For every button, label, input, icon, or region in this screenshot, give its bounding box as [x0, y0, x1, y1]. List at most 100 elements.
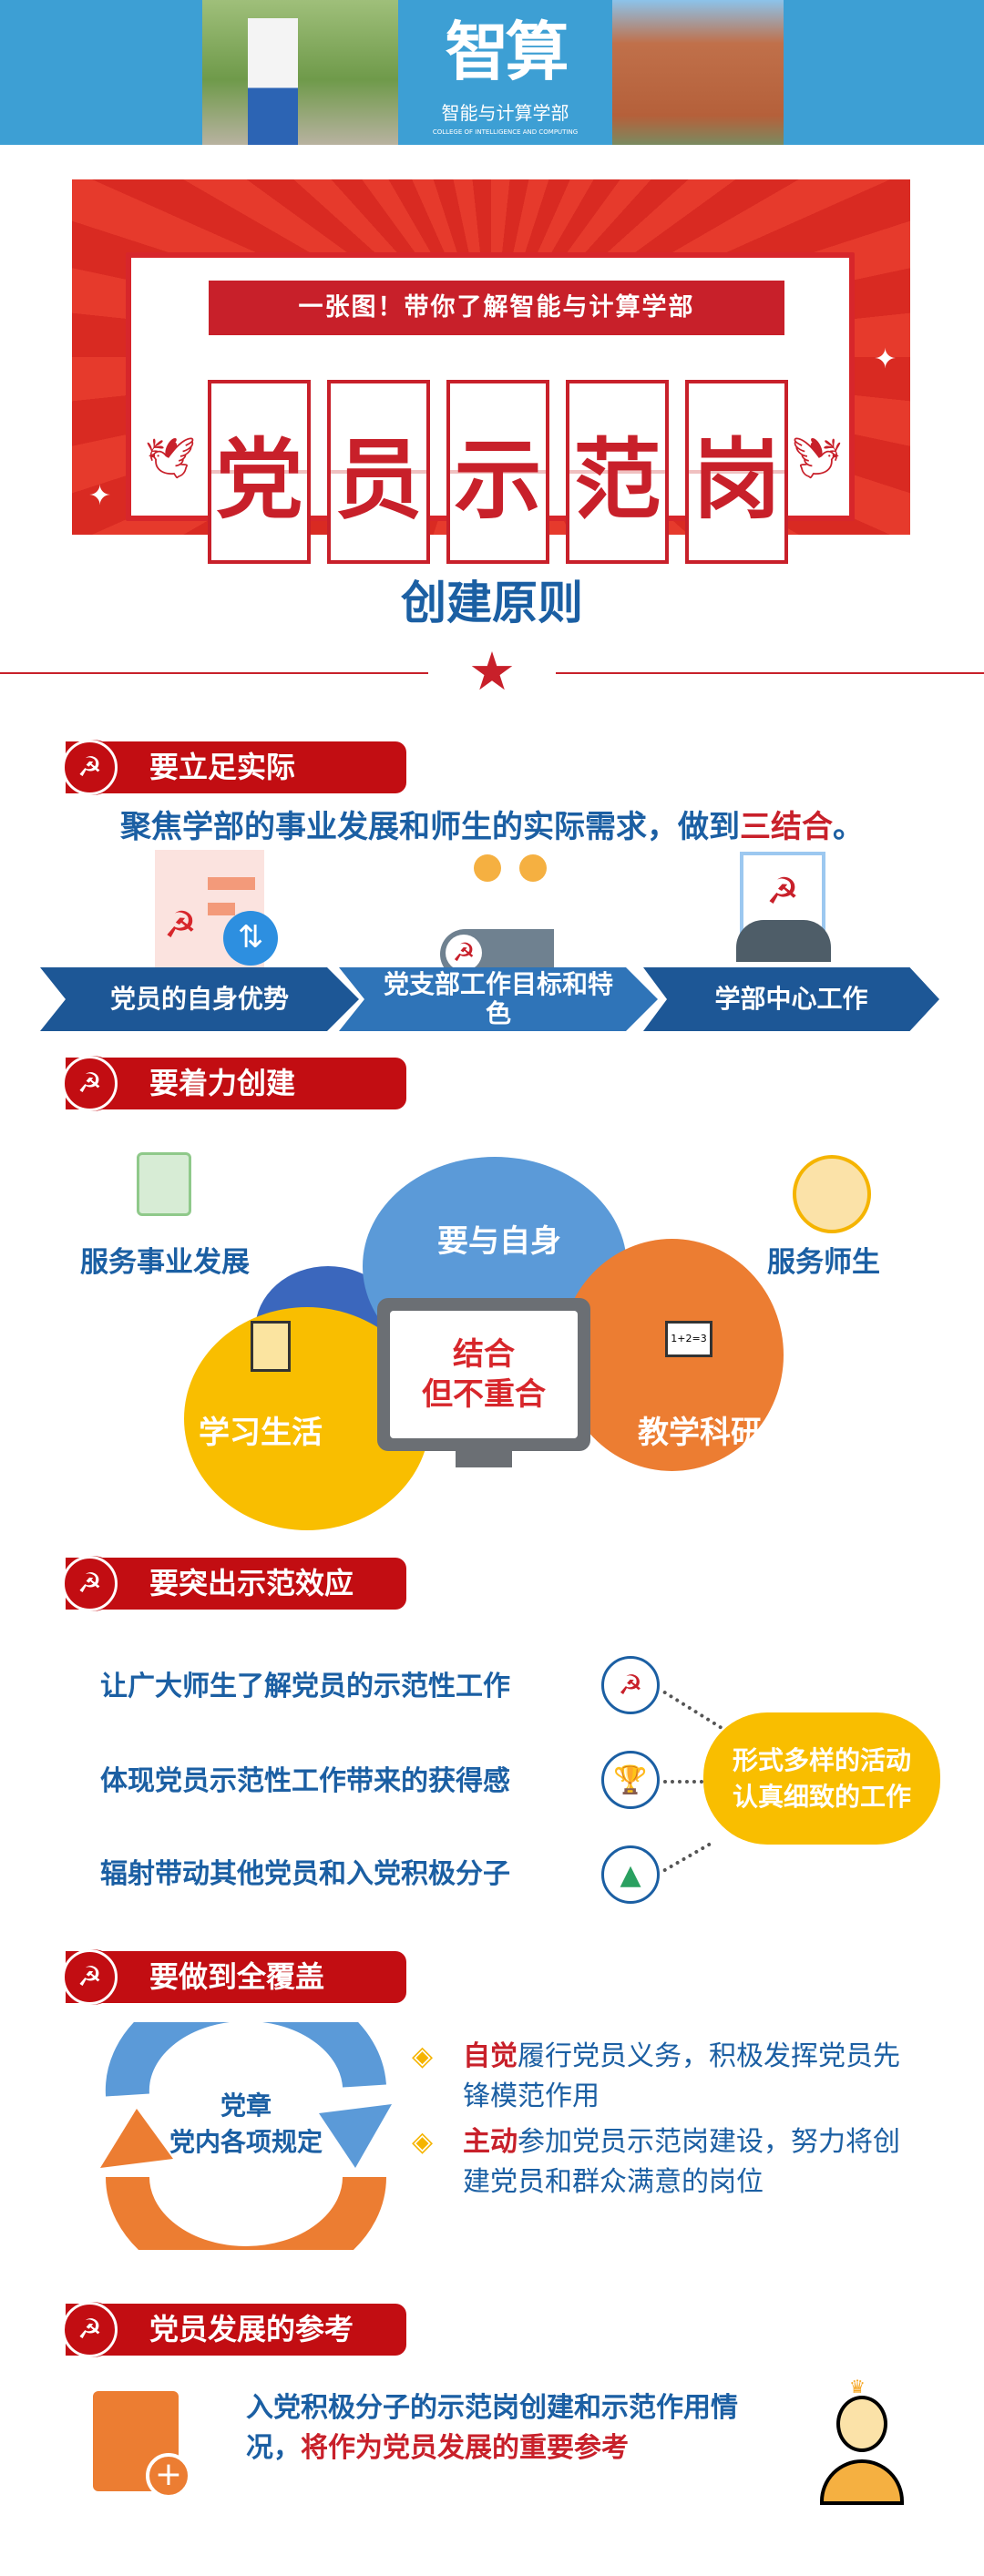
arrow-blue — [105, 2022, 386, 2097]
party-emblem-icon: ☭ — [62, 1556, 118, 1611]
logo-english-name: COLLEGE OF INTELLIGENCE AND COMPUTING — [432, 128, 579, 136]
cycle-arrows-icon — [100, 2022, 392, 2250]
effect-item: 让广大师生了解党员的示范性工作 — [100, 1671, 510, 1702]
subtitle-end: 。 — [833, 809, 864, 845]
subtitle-text: 聚焦学部的事业发展和师生的实际需求，做到 — [120, 809, 740, 845]
hero-title-char: 员 — [327, 380, 430, 564]
arrowhead-blue — [319, 2104, 392, 2168]
dove-icon: 🕊 — [145, 435, 196, 482]
bullet-text: 参加党员示范岗建设，努力将创建党员和群众满意的岗位 — [463, 2126, 900, 2198]
star-icon: ★ — [468, 640, 516, 702]
hero-title: 党 员 示 范 岗 — [208, 380, 788, 564]
section-title: 要做到全覆盖 — [149, 1959, 325, 1994]
teacher-icon — [793, 1155, 871, 1233]
section-header: ☭ 要立足实际 — [62, 740, 406, 795]
cloud-label: 学习生活 — [199, 1415, 323, 1451]
bullet-item: 自觉履行党员义务，积极发挥党员先锋模范作用 — [463, 2037, 918, 2117]
person-icon — [474, 854, 501, 882]
bullet-key: 自觉 — [463, 2040, 518, 2072]
person-crown-icon — [836, 2396, 887, 2452]
logo-chinese-name: 智能与计算学部 — [441, 102, 569, 124]
blackboard-icon: 1+2=3 — [665, 1321, 712, 1357]
documents-icon — [251, 1321, 291, 1372]
exchange-arrows-icon: ⇅ — [223, 911, 278, 966]
monitor-icon: 结合 但不重合 — [377, 1298, 590, 1451]
reference-text: 入党积极分子的示范岗创建和示范作用情况，将作为党员发展的重要参考 — [246, 2388, 738, 2469]
chevron-step: 党支部工作目标和特色 — [339, 967, 658, 1031]
cycle-center: 党章 党内各项规定 — [155, 2088, 337, 2161]
reference-text-highlight: 将作为党员发展的重要参考 — [301, 2432, 629, 2464]
chevron-step: 党员的自身优势 — [40, 967, 359, 1031]
person-body — [820, 2459, 904, 2505]
diamond-bullet-icon: ◈ — [412, 2040, 434, 2072]
section-subtitle: 聚焦学部的事业发展和师生的实际需求，做到三结合。 — [0, 802, 984, 846]
college-sign — [248, 18, 298, 145]
party-emblem-icon: ☭ — [62, 1949, 118, 2005]
section-title: 要突出示范效应 — [149, 1566, 354, 1600]
outer-label: 服务事业发展 — [80, 1246, 250, 1279]
cloud-line: 认真细致的工作 — [732, 1781, 911, 1812]
cloud-line: 形式多样的活动 — [732, 1744, 911, 1775]
bullet-text: 履行党员义务，积极发挥党员先锋模范作用 — [463, 2040, 900, 2112]
diamond-bullet-icon: ◈ — [412, 2126, 434, 2158]
main-title: 创建原则 — [401, 577, 583, 629]
campus-photo-building — [612, 0, 784, 145]
crown-icon: ♛ — [849, 2376, 866, 2397]
effect-item: 辐射带动其他党员和入党积极分子 — [100, 1858, 510, 1890]
section-header: ☭ 要突出示范效应 — [62, 1556, 406, 1611]
monitor-screen: 结合 但不重合 — [390, 1311, 578, 1438]
audience-icon — [736, 920, 831, 962]
party-emblem-icon: ☭ — [62, 2302, 118, 2357]
center-label: 但不重合 — [422, 1376, 546, 1413]
person-icon — [519, 854, 547, 882]
bullet-item: 主动参加党员示范岗建设，努力将创建党员和群众满意的岗位 — [463, 2122, 918, 2203]
section-title: 党员发展的参考 — [149, 2312, 354, 2346]
divider-left — [0, 672, 428, 674]
section-header: ☭ 要做到全覆盖 — [62, 1949, 406, 2005]
plus-icon: + — [146, 2453, 191, 2499]
section-title: 要立足实际 — [149, 750, 296, 784]
activities-cloud: 形式多样的活动 认真细致的工作 — [703, 1712, 940, 1845]
reference-text-plain: 入党积极分子的示范岗创建和示范作用情况， — [246, 2392, 738, 2464]
party-emblem-icon: ☭ — [446, 935, 482, 971]
cloud-label: 要与自身 — [437, 1223, 561, 1260]
hero-kicker: 一张图！带你了解智能与计算学部 — [209, 281, 784, 335]
connector-line — [663, 1780, 718, 1784]
add-document-icon: + — [93, 2391, 191, 2499]
trophy-icon: 🏆 — [601, 1751, 660, 1809]
party-emblem-icon: ☭ — [601, 1656, 660, 1714]
college-logo: 智算 智能与计算学部 COLLEGE OF INTELLIGENCE AND C… — [408, 0, 602, 145]
hero-title-char: 示 — [446, 380, 549, 564]
outer-label: 服务师生 — [767, 1246, 880, 1279]
logo-mark: 智算 — [445, 15, 569, 89]
party-emblem-icon: ☭ — [164, 905, 197, 946]
line — [208, 903, 235, 915]
cycle-label: 党章 — [220, 2090, 272, 2121]
arrowhead-orange — [100, 2109, 173, 2168]
line — [208, 877, 255, 890]
section-header: ☭ 要着力创建 — [62, 1056, 406, 1111]
sparkle-icon: ✦ — [874, 343, 897, 375]
cycle-label: 党内各项规定 — [169, 2127, 323, 2157]
section-header: ☭ 党员发展的参考 — [62, 2302, 406, 2357]
section-title: 要着力创建 — [149, 1066, 296, 1100]
chart-picture-icon: ▲ — [601, 1845, 660, 1904]
chevron-step: 学部中心工作 — [643, 967, 939, 1031]
server-icon — [137, 1152, 191, 1216]
divider-right — [556, 672, 984, 674]
center-label: 结合 — [453, 1336, 515, 1373]
party-emblem-icon: ☭ — [62, 740, 118, 795]
monitor-stand — [456, 1451, 512, 1467]
sparkle-icon: ✦ — [88, 480, 112, 512]
subtitle-highlight: 三结合 — [740, 809, 833, 845]
campus-photo-sign — [202, 0, 398, 145]
arrow-orange — [106, 2176, 386, 2250]
cloud-label: 教学科研 — [638, 1415, 762, 1451]
connector-line — [662, 1842, 712, 1873]
effect-item: 体现党员示范性工作带来的获得感 — [100, 1765, 510, 1797]
hero-title-char: 岗 — [685, 380, 788, 564]
hero-title-char: 范 — [566, 380, 669, 564]
bullet-key: 主动 — [463, 2126, 518, 2158]
dove-icon: 🕊 — [792, 435, 843, 482]
party-emblem-icon: ☭ — [62, 1056, 118, 1111]
